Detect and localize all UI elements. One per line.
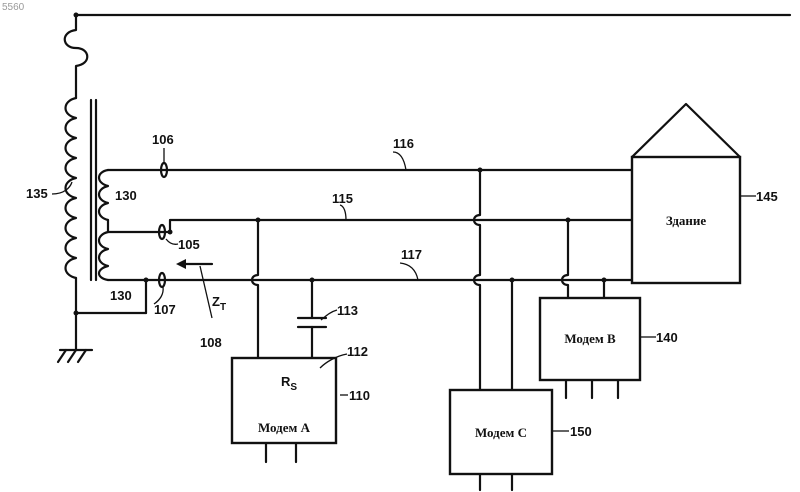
- line-116: [108, 163, 632, 177]
- modem-b-label: Модем B: [564, 331, 616, 346]
- impedance-arrow: [176, 259, 212, 318]
- primary-coil-135: [66, 98, 77, 313]
- ref-110: 110: [349, 388, 370, 403]
- ref-145: 145: [756, 189, 778, 204]
- building-label: Здание: [666, 213, 707, 228]
- fuse-symbol: [65, 15, 88, 98]
- ref-113: 113: [337, 303, 358, 318]
- secondary-coil-130: [99, 170, 108, 280]
- impedance-label: ZT: [212, 294, 226, 313]
- ref-117: 117: [401, 247, 422, 262]
- line-117: [108, 273, 632, 287]
- modem-c-label: Модем C: [475, 425, 527, 440]
- ref-140: 140: [656, 330, 678, 345]
- ref-107: 107: [154, 302, 176, 317]
- ref-135: 135: [26, 186, 48, 201]
- ref-130-top: 130: [115, 188, 137, 203]
- junction-ground-117: [144, 278, 149, 283]
- ref-112: 112: [347, 344, 368, 359]
- ref-130-bottom: 130: [110, 288, 132, 303]
- modem-a-label: Модем A: [258, 420, 311, 435]
- ref-116: 116: [393, 136, 414, 151]
- ref-105: 105: [178, 237, 200, 252]
- transformer-core: [91, 100, 96, 280]
- building: [632, 104, 740, 283]
- ref-150: 150: [570, 424, 592, 439]
- ref-106: 106: [152, 132, 174, 147]
- ref-115: 115: [332, 191, 353, 206]
- corner-number: 5560: [2, 2, 25, 13]
- ground-symbol: [58, 280, 146, 362]
- ref-108: 108: [200, 335, 222, 350]
